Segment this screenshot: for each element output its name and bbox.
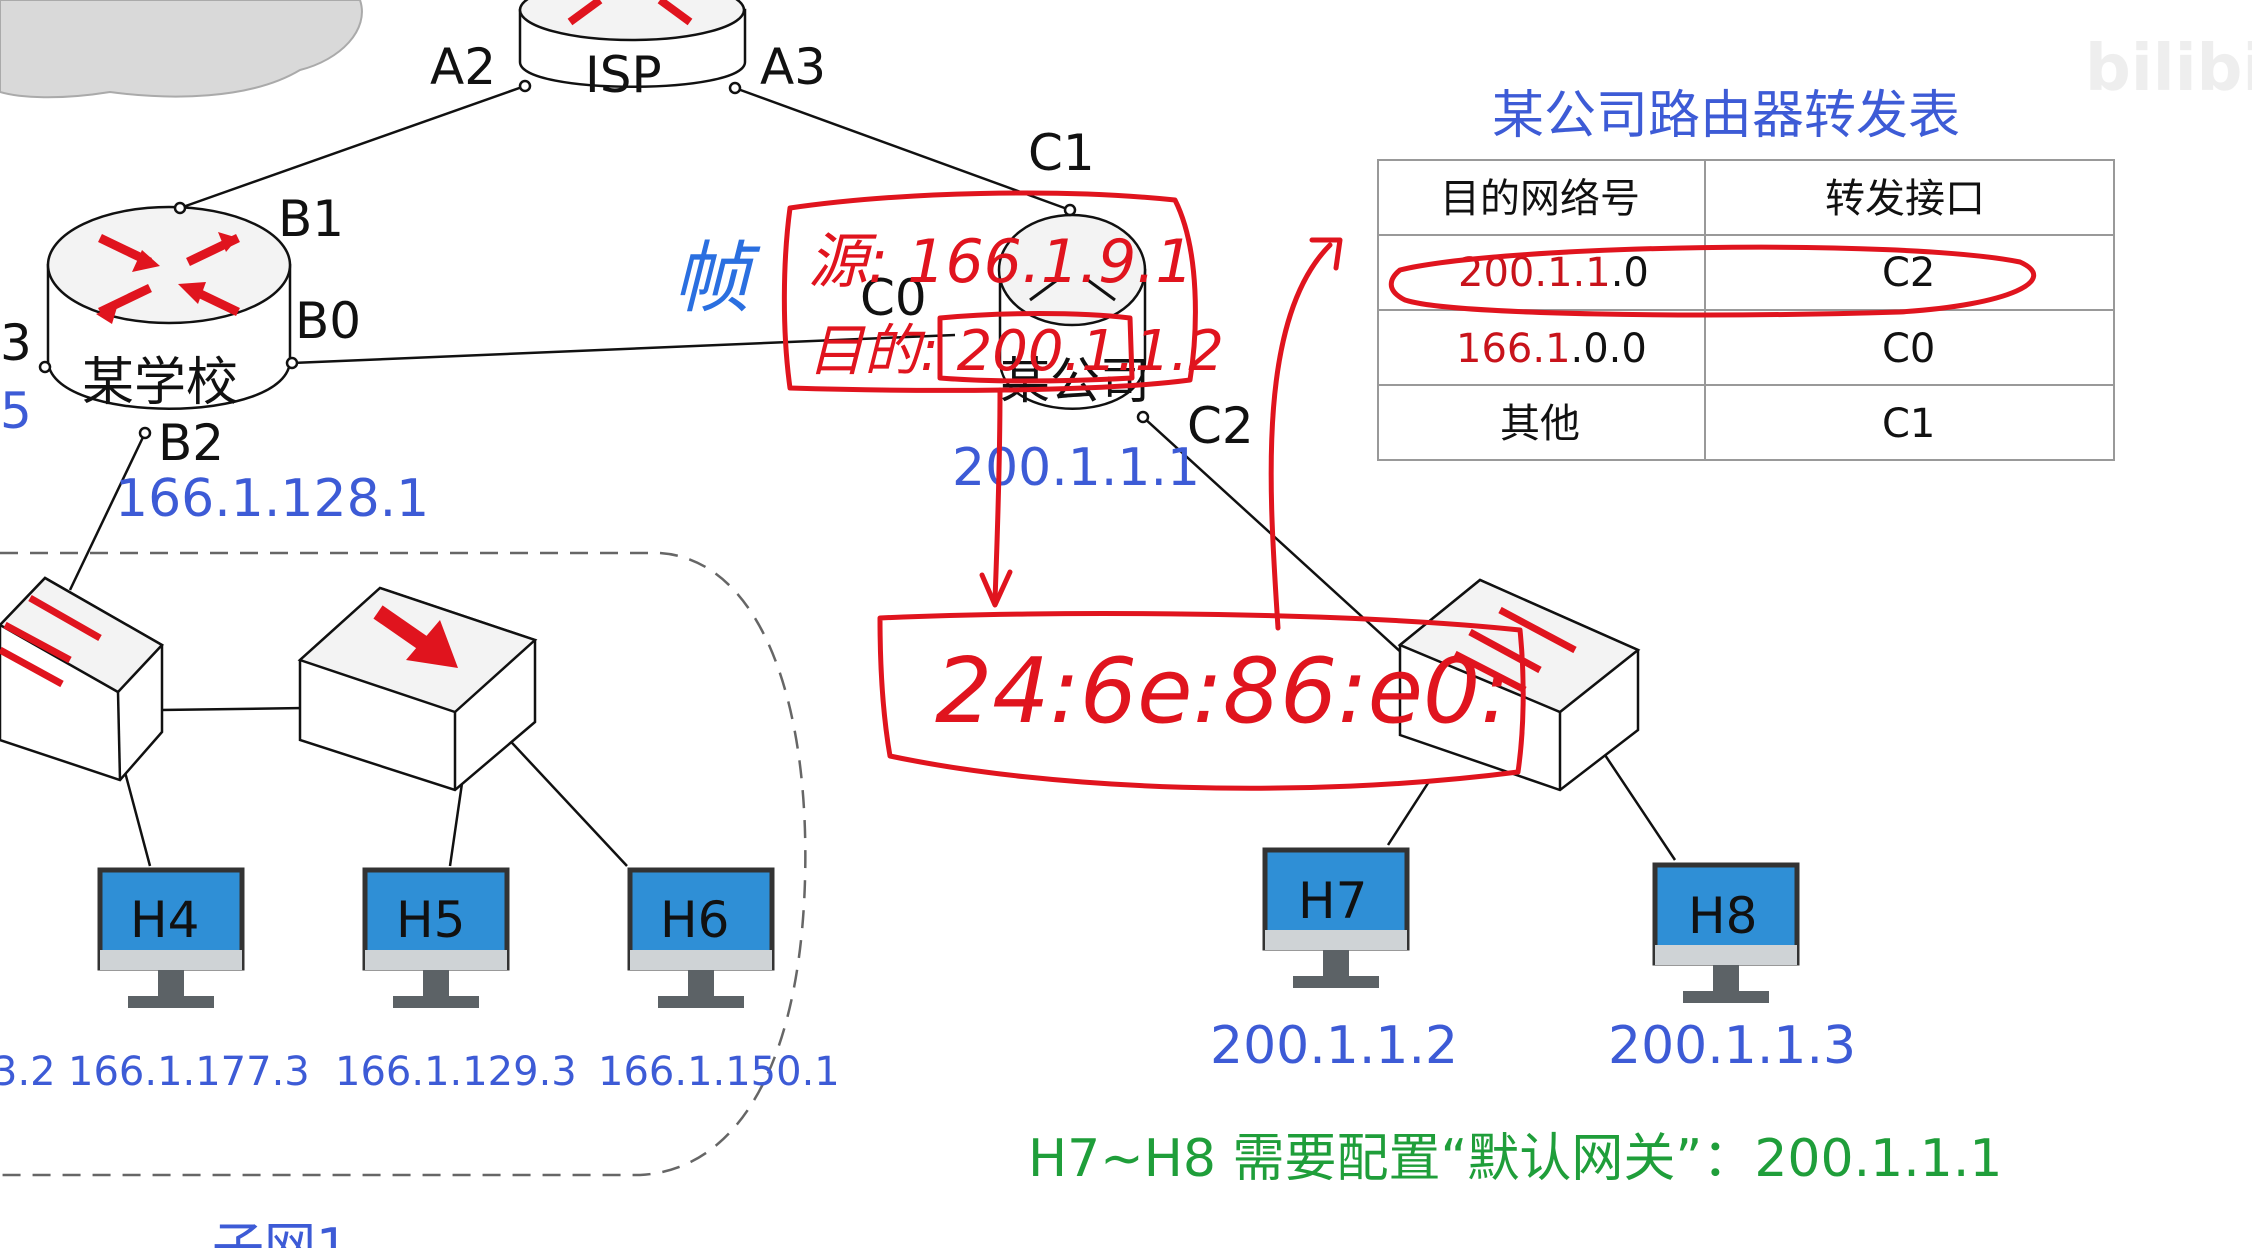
host-h6-address: 166.1.150.1 (598, 1049, 840, 1095)
company-c2-address: 200.1.1.1 (952, 438, 1200, 498)
port-b2: B2 (158, 414, 224, 472)
internet-cloud (0, 0, 363, 99)
switch-arrow-icon (373, 605, 458, 668)
subnet1-label: 子网1 (212, 1218, 349, 1248)
table-header-interface: 转发接口 (1825, 176, 1985, 222)
port-b3-partial: 3 (0, 314, 32, 372)
table-header-network: 目的网络号 (1440, 176, 1640, 222)
port-b1: B1 (278, 190, 344, 248)
host-h8-address: 200.1.1.3 (1608, 1016, 1856, 1076)
links (68, 84, 1677, 867)
table-row: 200.1.1.0 (1458, 250, 1649, 296)
school-b2-address: 166.1.128.1 (115, 469, 429, 529)
host-h7[interactable]: H7 (1262, 847, 1410, 988)
default-gateway-note: H7~H8 需要配置“默认网关”：200.1.1.1 (1028, 1129, 2002, 1189)
host-h8-label: H8 (1688, 887, 1757, 945)
host-h5[interactable]: H5 (362, 867, 510, 1008)
annotation-src: 源: 166.1.9.1 (808, 227, 1194, 297)
watermark: bilibili (2085, 32, 2252, 106)
isp-router[interactable]: ISP (518, 0, 747, 104)
switch-1[interactable] (0, 576, 164, 782)
subnet1-boundary (0, 551, 807, 1177)
table-row: 其他 (1500, 401, 1580, 447)
host-h7-address: 200.1.1.2 (1210, 1016, 1458, 1076)
host-h6[interactable]: H6 (627, 867, 775, 1008)
router-arrows-icon (96, 232, 240, 324)
port-c2: C2 (1187, 397, 1254, 455)
port-c1: C1 (1028, 124, 1095, 182)
table-row-iface: C2 (1882, 250, 1935, 296)
host-h8[interactable]: H8 (1652, 862, 1800, 1003)
port-a3: A3 (760, 38, 826, 96)
table-row: 166.1.0.0 (1456, 326, 1647, 372)
host-h5-label: H5 (396, 891, 465, 949)
table-row-iface: C1 (1882, 401, 1935, 447)
handwritten-annotations: 帧 源: 166.1.9.1 目的: 200.1.1.2 24:6e:86:e0… (672, 190, 2036, 791)
host-h4[interactable]: H4 (97, 867, 245, 1008)
table-row-iface: C0 (1882, 326, 1935, 372)
port-b0: B0 (295, 292, 361, 350)
switch-2[interactable] (297, 586, 538, 792)
annotation-dst: 目的: 200.1.1.2 (808, 319, 1224, 384)
forwarding-table: 某公司路由器转发表 目的网络号 转发接口 200.1.1.0 C2 166.1.… (1377, 86, 2115, 461)
host-h4-address: 166.1.177.3 (68, 1049, 310, 1095)
school-router[interactable]: 某学校 (46, 205, 292, 413)
annotation-frame: 帧 (672, 234, 761, 324)
switch-arrows-icon (0, 594, 102, 688)
host-h6-label: H6 (660, 891, 729, 949)
host-h4-label: H4 (130, 891, 199, 949)
forwarding-table-title: 某公司路由器转发表 (1492, 86, 1960, 146)
host-h7-label: H7 (1298, 872, 1367, 930)
isp-label: ISP (585, 46, 662, 104)
port-c0: C0 (860, 269, 927, 327)
school-label: 某学校 (82, 353, 238, 413)
partial-address: 5 (0, 382, 32, 440)
port-a2: A2 (430, 38, 496, 96)
host-partial-address: 3.2 (0, 1049, 56, 1095)
annotation-mac: 24:6e:86:e0: (935, 639, 1511, 744)
switch-arrows-icon (1453, 606, 1577, 694)
host-h5-address: 166.1.129.3 (335, 1049, 577, 1095)
